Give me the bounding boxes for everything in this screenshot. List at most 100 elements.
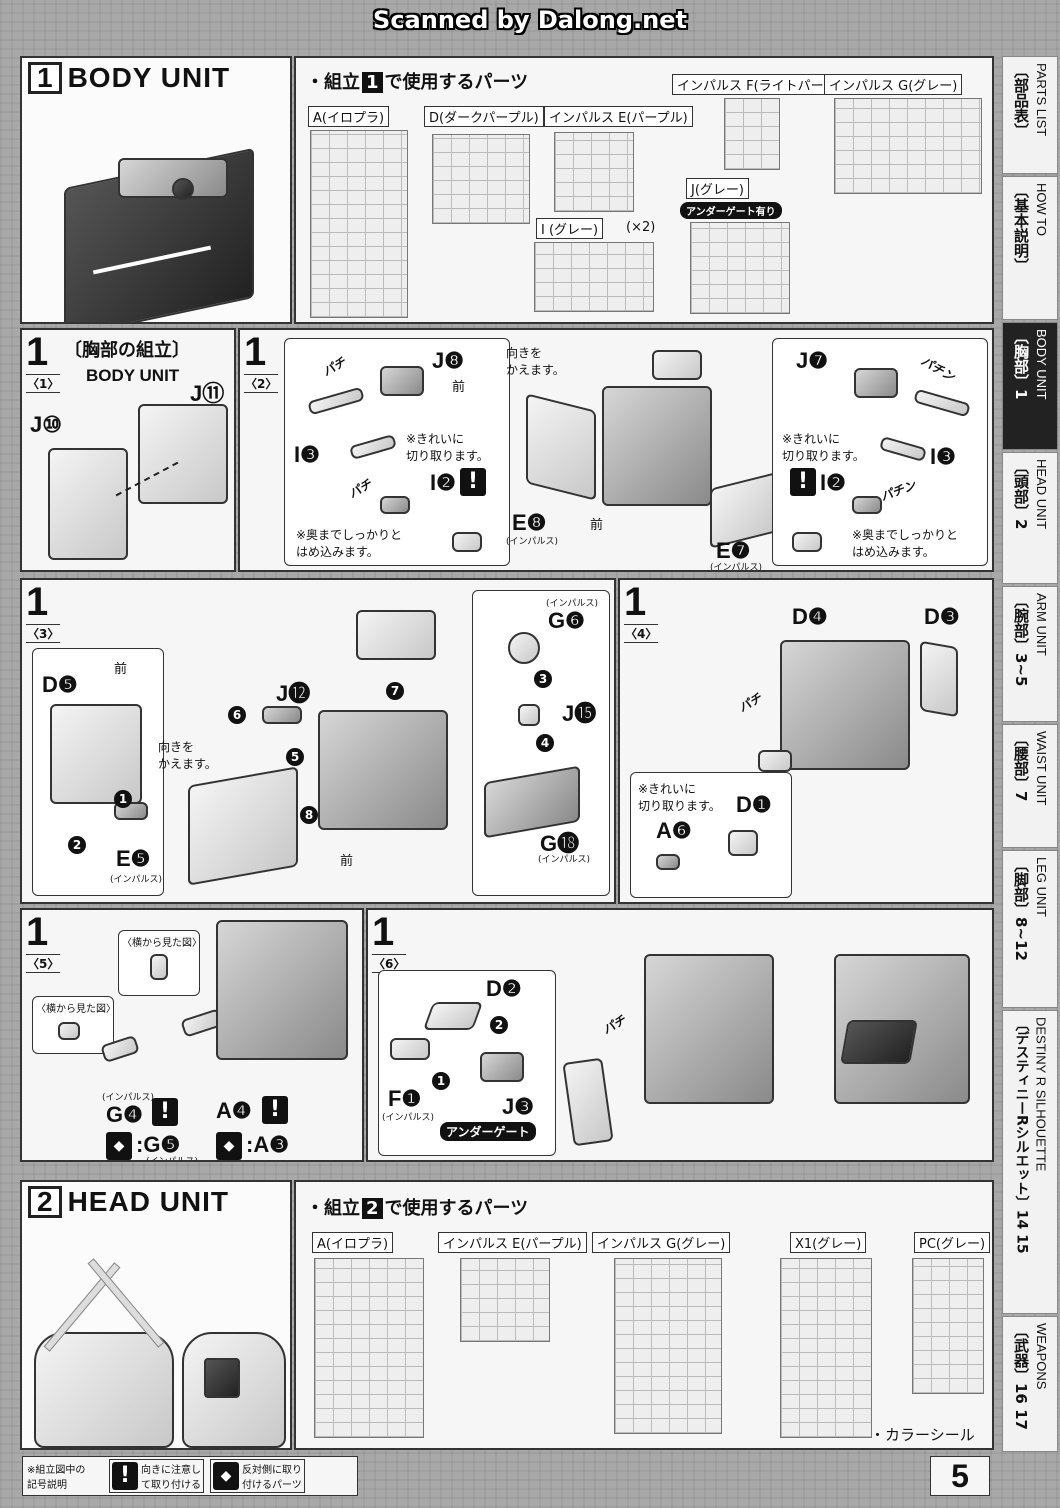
sub2-body-frame [602,386,712,506]
sidebar-item-arm-unit[interactable]: 〔腕部〕3~5 ARM UNIT [1002,586,1058,722]
label-num: ⑩ [42,412,62,437]
sub5-warning-a4: ! [262,1096,288,1124]
runner-label-e: インパルス E(パープル) [544,106,693,127]
sidebar-item-label-en: BODY UNIT [1034,329,1049,400]
sub3-g18-impulse: (インパルス) [538,855,591,865]
sub2-warning-left: ! [460,468,486,496]
runner-f [724,98,780,170]
sidebar-item-label-jp: 〔頭部〕2 [1012,459,1030,530]
sub3-j15: J⓯ [562,701,597,726]
runner-g [834,98,982,194]
runner2-e [460,1258,550,1342]
sidebar-item-how-to[interactable]: 〔基本説明〕 HOW TO [1002,176,1058,320]
sub5-g5: :G❺ [136,1132,181,1157]
sub4-part-a6 [656,854,680,870]
parts-heading-suffix: で使用するパーツ [384,1198,529,1219]
sub5-body [216,920,348,1060]
sub2-warning-right: ! [790,468,816,496]
sub1-label-j10: J⑩ [30,412,62,438]
sidebar-item-label-en: DESTINY R SILHOUETTE [1033,1017,1049,1172]
sidebar-item-label-jp: 〔胸部〕1 [1012,329,1030,400]
runner-label-a: A(イロプラ) [308,106,390,127]
sub4-a6: A❻ [656,818,692,843]
label-j: J [30,412,43,437]
sidebar-item-body-unit[interactable]: 〔胸部〕1 BODY UNIT [1002,322,1058,450]
sub4-body [780,640,910,770]
runner-label-g: インパルス G(グレー) [824,74,963,95]
sub5-side-view-label-2: 〈横から見た図〉 [36,1004,116,1015]
sidebar-item-parts-list[interactable]: 〔部品表〕 PARTS LIST [1002,56,1058,174]
sub3-substep: 〈3〉 [26,624,61,643]
sub5-side-view-label-1: 〈横から見た図〉 [122,938,202,949]
sub6-part-d2 [422,1002,484,1030]
sidebar-item-label-en: HEAD UNIT [1034,459,1049,530]
sub3-step-mark-1: 1 [114,790,132,808]
sub6-step-number: 1 [372,910,395,954]
symbol-legend: ※組立図中の 記号説明 ! 向きに注意し て取り付ける ◆ 反対側に取り 付ける… [22,1456,358,1496]
sub1-step-number: 1 [26,330,49,374]
sub6-panel: 1 〈6〉 D❷ 2 1 F❶ (インパルス) J❸ アンダーゲート パチ [366,908,994,1162]
sub2-clip-left [380,496,410,514]
sub4-d4: D❹ [792,604,828,629]
step2-image-panel: 2 HEAD UNIT [20,1180,292,1450]
parts-heading-prefix: ・組立 [306,1198,360,1219]
parts-heading-suffix: で使用するパーツ [384,72,529,93]
sub3-step-mark-6: 6 [228,706,246,724]
sub2-part-j7 [854,368,898,398]
parts-heading-num: 2 [362,1198,383,1219]
sub6-part-j3 [480,1052,524,1082]
sub5-panel: 1 〈5〉 〈横から見た図〉 〈横から見た図〉 (インパルス) G❹ ! A❹ … [20,908,364,1162]
sub2-i2-left: I❷ [430,470,456,495]
sub5-side-view-part-2 [58,1022,80,1040]
sidebar-item-label-en: PARTS LIST [1034,63,1049,137]
runner-a [310,130,408,318]
runner-label-d: D(ダークパープル) [424,106,544,127]
sub4-pachi: パチ [736,690,765,715]
sidebar-item-waist-unit[interactable]: 〔腰部〕7 WAIST UNIT [1002,724,1058,848]
step1-number: 1 [28,62,62,94]
legend-item-opposite-side-label: 反対側に取り 付けるパーツ [242,1465,302,1491]
sub2-press-note-left: ※奥までしっかりと はめ込みます。 [296,528,403,559]
legend-item-opposite-side: ◆ 反対側に取り 付けるパーツ [210,1459,305,1493]
sub5-a4: A❹ [216,1098,252,1123]
sidebar-item-leg-unit[interactable]: 〔脚部〕8~12 LEG UNIT [1002,850,1058,1008]
runner-label-f: インパルス F(ライトパープル) [672,74,859,95]
sub2-j8: J❽ [432,348,464,373]
sub5-warning-g4: ! [152,1098,178,1126]
sub3-step-mark-3: 3 [534,670,552,688]
parts-heading-num: 1 [362,72,383,93]
page-number: 5 [930,1456,990,1496]
runner-d [432,134,530,224]
sub6-f1-impulse: (インパルス) [382,1113,435,1123]
sidebar-item-head-unit[interactable]: 〔頭部〕2 HEAD UNIT [1002,452,1058,584]
runner2-label-pc: PC(グレー) [914,1232,991,1253]
sub2-panel: 1 〈2〉 J❽ 前 パチ I❸ ※きれいに 切り取ります。 I❷ ! パチ ※… [238,328,994,572]
sidebar-item-label-en: WEAPONS [1034,1323,1049,1390]
sub2-front-2: 前 [590,518,604,533]
runner2-label-a: A(イロプラ) [312,1232,394,1253]
sub3-front-2: 前 [340,854,354,869]
sidebar-item-weapons[interactable]: 〔武器〕16 17 WEAPONS [1002,1316,1058,1452]
sub3-panel: 1 〈3〉 D❺ 前 1 2 E❺ (インパルス) 向きを かえます。 6 J⓬… [20,578,616,904]
runner-i [534,242,654,312]
sub4-part-clip [758,750,792,772]
step2-title-row: 2 HEAD UNIT [28,1186,229,1218]
sidebar-item-destiny-r-silhouette[interactable]: 〔デスティニーRシルエット〕14 15 DESTINY R SILHOUETTE [1002,1010,1058,1314]
sub2-i2-right: I❷ [820,470,846,495]
sub6-step-mark-2: 2 [490,1016,508,1034]
step2-title: HEAD UNIT [67,1186,230,1217]
warning-icon: ! [112,1462,138,1490]
sub5-g4-impulse: (インパルス) [102,1093,155,1103]
sub4-part-d3 [920,640,958,718]
runner-j [690,222,790,314]
sub3-step-number: 1 [26,580,49,624]
step1-title: BODY UNIT [67,62,231,93]
sub2-turn-note: 向きを かえます。 [506,346,565,377]
sub3-turn-note: 向きを かえます。 [158,740,217,771]
sub4-detail [630,772,792,898]
sub3-part-d5 [50,704,142,804]
sidebar-item-label-jp: 〔部品表〕 [1012,63,1030,138]
